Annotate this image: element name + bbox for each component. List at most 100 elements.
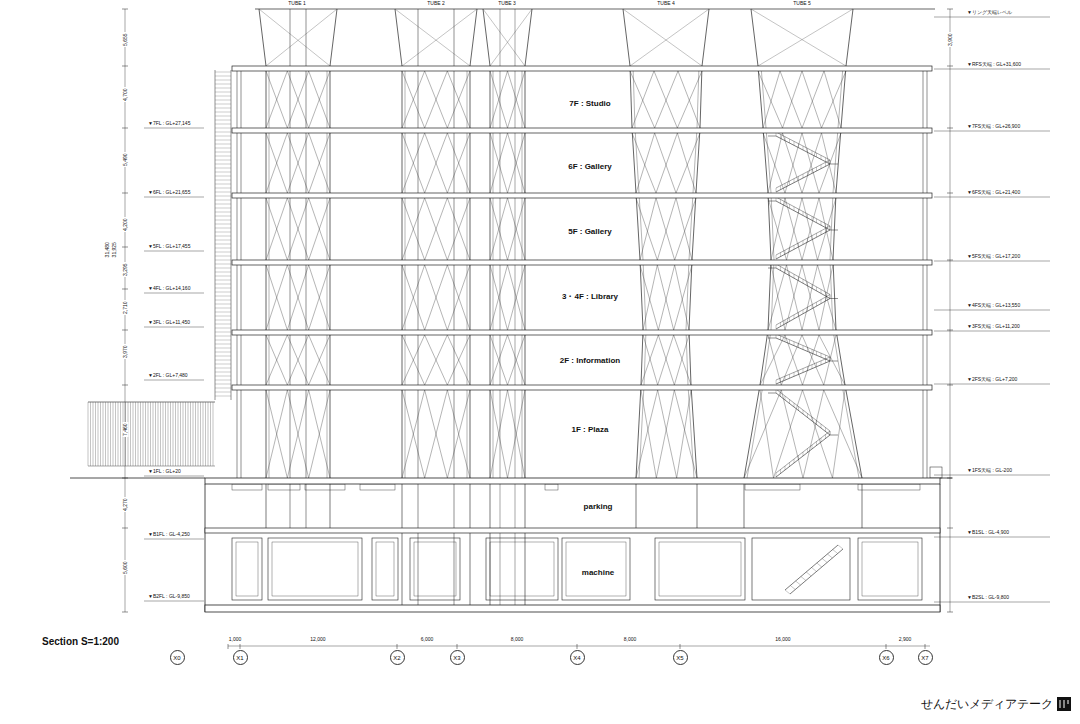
level-mark: ▼RFS天端 : GL+31,600	[966, 62, 1022, 68]
section-line	[768, 136, 776, 137]
section-line	[108, 402, 109, 466]
section-line	[545, 484, 558, 490]
section-line	[947, 128, 953, 129]
section-line	[789, 317, 790, 321]
section-line	[846, 9, 853, 66]
section-line	[508, 198, 526, 260]
section-line	[208, 402, 209, 466]
section-line	[1064, 700, 1065, 708]
section-line	[402, 133, 425, 193]
section-line	[816, 167, 817, 171]
section-line	[215, 380, 231, 381]
section-line	[794, 342, 795, 346]
section-line	[105, 402, 106, 466]
section-line	[215, 368, 231, 369]
section-line	[776, 299, 830, 330]
section-line	[272, 542, 358, 596]
section-line	[817, 563, 822, 567]
section-line	[425, 390, 448, 478]
level-mark: ▼B1SL : GL-4,900	[966, 530, 1010, 536]
section-line	[744, 484, 745, 528]
section-line	[818, 198, 837, 260]
section-line	[655, 133, 676, 193]
section-line	[215, 160, 231, 161]
section-line	[825, 297, 826, 301]
section-line	[122, 247, 128, 248]
section-line	[807, 414, 808, 418]
section-line	[822, 559, 827, 563]
section-line	[309, 265, 330, 330]
section-line	[266, 265, 287, 330]
section-line	[309, 133, 330, 193]
section-line	[794, 274, 795, 278]
section-line	[130, 402, 131, 466]
grid-label: X3	[453, 655, 460, 661]
section-line	[490, 335, 508, 385]
section-line	[744, 390, 781, 478]
section-line	[215, 116, 231, 117]
section-line	[425, 335, 448, 385]
section-line	[266, 198, 287, 260]
section-line	[785, 545, 838, 590]
section-line	[812, 236, 813, 240]
section-line	[266, 9, 337, 66]
section-line	[798, 277, 799, 281]
section-line	[144, 601, 204, 602]
section-line	[287, 198, 308, 260]
section-line	[309, 390, 330, 478]
section-line	[947, 478, 953, 479]
level-mark: ▼1FS天端 : GL-200	[966, 468, 1013, 474]
section-line	[122, 66, 128, 67]
section-line	[470, 484, 471, 605]
section-line	[780, 378, 781, 382]
section-line	[776, 295, 830, 326]
section-line	[830, 160, 831, 164]
section-line	[215, 100, 231, 101]
section-line	[508, 133, 526, 193]
section-line	[148, 402, 149, 466]
section-line	[641, 390, 656, 478]
level-mark: ▼5FL : GL+17,455	[147, 244, 191, 250]
section-line	[785, 183, 786, 187]
section-line	[215, 188, 231, 189]
section-line	[934, 602, 1050, 603]
section-line	[787, 198, 803, 260]
section-line	[950, 9, 951, 612]
section-line	[88, 402, 89, 466]
section-line	[144, 476, 204, 477]
section-line	[215, 172, 231, 173]
section-line	[215, 376, 231, 377]
section-line	[785, 376, 786, 380]
section-line	[122, 330, 128, 331]
grid-bubble: X7	[918, 650, 933, 665]
grid-label: X2	[393, 655, 400, 661]
section-line	[680, 644, 681, 649]
section-line	[168, 402, 169, 466]
section-line	[425, 335, 448, 385]
section-line	[215, 140, 231, 141]
section-line	[776, 361, 830, 384]
tube-name: TUBE 5	[793, 1, 811, 7]
level-mark: ▼6FL : GL+21,655	[147, 190, 191, 196]
section-line	[266, 198, 287, 260]
section-line	[483, 9, 490, 66]
dimension: 8,000	[623, 637, 638, 643]
section-line	[803, 146, 804, 150]
section-line	[215, 332, 231, 333]
section-line	[215, 280, 231, 281]
dimension: 4,200	[122, 218, 128, 233]
section-line	[215, 268, 231, 269]
section-line	[287, 335, 308, 385]
section-line	[215, 264, 231, 265]
section-line	[490, 390, 508, 478]
section-line	[785, 250, 786, 254]
section-line	[287, 390, 308, 478]
section-line	[215, 236, 231, 237]
section-line	[656, 198, 675, 260]
section-line	[760, 335, 785, 385]
section-line	[776, 197, 830, 226]
section-line	[830, 164, 838, 165]
section-line	[674, 265, 692, 330]
section-line	[395, 9, 402, 66]
section-line	[205, 484, 206, 612]
